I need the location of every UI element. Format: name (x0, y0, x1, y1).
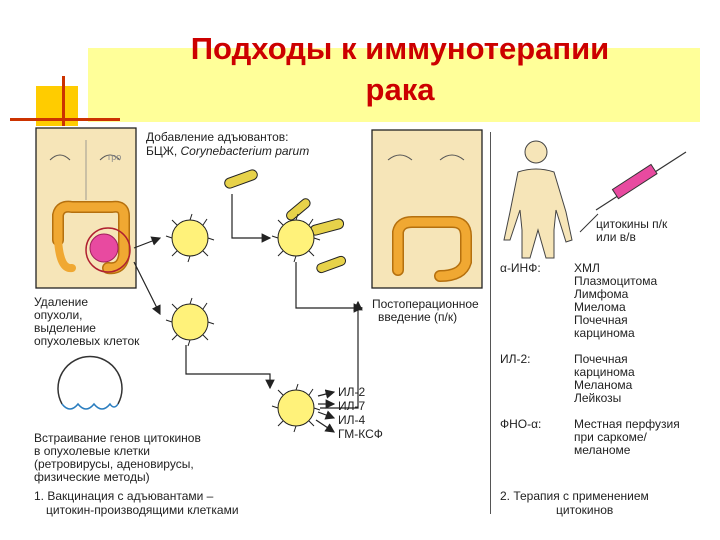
colon-left (52, 200, 130, 275)
human-figure (503, 140, 573, 259)
genes-line2: в опухолевые клетки (34, 444, 150, 458)
slide-title-line2: рака (365, 72, 435, 107)
vaccination-line2: цитокин-производящими клетками (46, 503, 239, 517)
cytokine-il2: ИЛ-2 (338, 385, 366, 399)
use-myeloma: Миелома (574, 300, 626, 314)
genes-line1: Встраивание генов цитокинов (34, 431, 201, 445)
use-plasmocytoma: Плазмоцитома (574, 274, 658, 288)
therapy-footer-line1: 2. Терапия с применением (500, 489, 649, 503)
cytokine-gmcsf: ГМ-КСФ (338, 427, 383, 441)
use-lymphoma: Лимфома (574, 287, 629, 301)
use-renal-1: Почечная (574, 313, 628, 327)
adjuvants-label-line2: БЦЖ, Corynebacterium parum (146, 145, 309, 158)
tumor-highlight (85, 227, 131, 273)
panel-divider (490, 132, 491, 514)
postop-line2: введение (п/к) (378, 310, 458, 324)
vaccination-line1: 1. Вакцинация с адъювантами – (34, 489, 214, 503)
agent-tnf-alpha: ФНО-α: (500, 417, 542, 431)
flow-arrows (133, 194, 364, 433)
use-leukemia: Лейкозы (574, 391, 622, 405)
bacteria-cluster (224, 169, 347, 274)
tumor-cell-2 (271, 213, 321, 263)
use-melanoma: Меланома (574, 378, 633, 392)
use-sarcoma: при саркоме/ (574, 430, 647, 444)
adjuvants-corynebacterium: Corynebacterium parum (180, 144, 310, 158)
tumor-cell-3 (165, 297, 215, 347)
decor-line-horizontal (10, 118, 120, 121)
slide-title-line1: Подходы к иммунотерапии (190, 31, 610, 66)
agent-il2: ИЛ-2: (500, 352, 531, 366)
agent-alpha-ifn: α-ИНФ: (500, 261, 541, 275)
use-carcinoma-2: карцинома (574, 365, 635, 379)
removal-line2: опухоли, (34, 308, 83, 322)
cytokine-il4: ИЛ-4 (338, 413, 366, 427)
postop-line1: Постоперационное (372, 297, 479, 311)
use-melanoma-2: меланоме (574, 443, 631, 457)
title-band (88, 48, 700, 122)
genes-line3: (ретровирусы, аденовирусы, (34, 457, 194, 471)
svg-text:гpo: гpo (108, 152, 121, 162)
injection-line1: цитокины п/к (596, 217, 668, 231)
use-carcinoma-1: карцинома (574, 326, 635, 340)
tumor-cell-4 (271, 383, 321, 433)
removal-line3: выделение (34, 321, 96, 335)
therapy-footer-line2: цитокинов (556, 503, 614, 517)
syringe-icon (579, 151, 687, 233)
cytokine-il7: ИЛ-7 (338, 399, 366, 413)
decor-line-vertical (62, 76, 65, 126)
genes-line4: физические методы) (34, 470, 150, 484)
adjuvants-label-line1: Добавление адъювантов: (146, 130, 289, 144)
removal-line1: Удаление (34, 295, 89, 309)
use-renal-2: Почечная (574, 352, 628, 366)
injection-line2: или в/в (596, 230, 636, 244)
use-hml: ХМЛ (574, 261, 600, 275)
use-perfusion: Местная перфузия (574, 417, 680, 431)
removal-line4: опухолевых клеток (34, 334, 140, 348)
tumor-cell-1 (165, 213, 215, 263)
adjuvants-bcg: БЦЖ, (146, 144, 181, 158)
colon-middle (392, 216, 472, 282)
virus-shape (57, 355, 123, 410)
